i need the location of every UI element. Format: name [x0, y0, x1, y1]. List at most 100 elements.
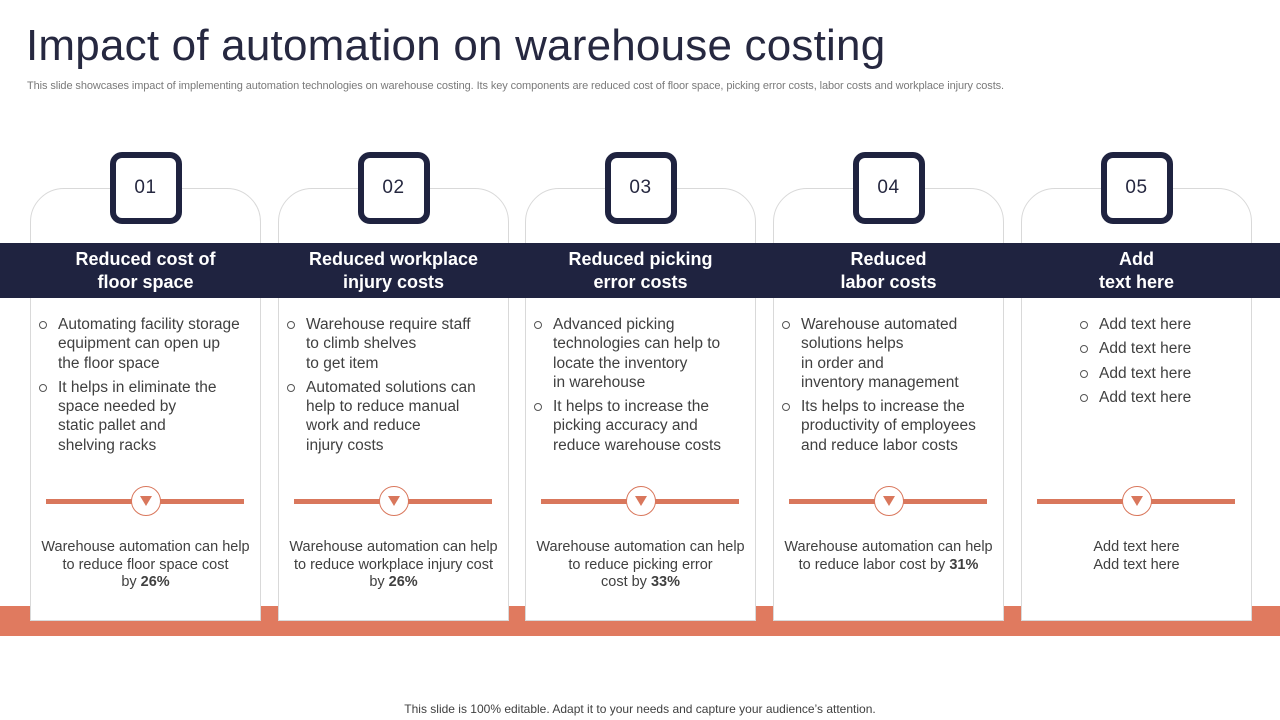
bullet-text-line: Warehouse require staff [306, 316, 471, 333]
slide-subtitle: This slide showcases impact of implement… [27, 80, 1005, 92]
triangle-down-icon [1130, 495, 1144, 507]
bullet-text-line: inventory management [801, 373, 959, 391]
impact-note-line: to reduce labor cost by 31% [773, 557, 1004, 575]
circle-bullet-icon [1080, 369, 1088, 378]
card-title-line: Reduced [850, 248, 927, 269]
slider-knob [1121, 486, 1152, 516]
card-title-line: text here [1098, 271, 1175, 292]
circle-bullet-icon [39, 321, 47, 329]
bullet-text-line: help to reduce manual [306, 398, 460, 416]
card-title-line: error costs [593, 271, 688, 292]
impact-note-line: Add text here [1093, 556, 1180, 573]
bullet-text-line: in order and [801, 354, 884, 372]
circle-bullet-icon [1080, 345, 1088, 354]
step-number-badge: 04 [852, 152, 925, 224]
bullet-text-line: the floor space [58, 354, 160, 372]
bullet-text-line: work and reduce [306, 417, 421, 435]
list-item: Add text here [1080, 364, 1191, 383]
triangle-down-icon [634, 495, 648, 507]
circle-bullet-icon [782, 403, 790, 412]
impact-percentage: 31% [949, 556, 979, 573]
triangle-down-icon [387, 495, 401, 507]
bullet-text-line: Advanced picking [553, 316, 675, 333]
step-number-badge: 03 [604, 152, 677, 224]
footer-note: This slide is 100% editable. Adapt it to… [404, 702, 876, 716]
card-title-line: injury costs [342, 271, 445, 292]
impact-note-line: Warehouse automation can help [536, 539, 745, 555]
impact-note-line: by 26% [278, 574, 509, 592]
bullet-text-line: Add text here [1099, 388, 1192, 406]
bullet-text-line: technologies can help to [553, 335, 721, 353]
bullet-text-line: reduce warehouse costs [553, 436, 722, 454]
list-item: Automating facility storage equipment can… [39, 315, 240, 373]
triangle-down-icon [139, 495, 153, 507]
bullet-text-line: equipment can open up [58, 335, 221, 353]
bullet-text-line: It helps to increase the [553, 398, 709, 416]
step-number-badge: 05 [1100, 152, 1173, 224]
bullet-text-line: Add text here [1099, 364, 1192, 382]
impact-note-prefix: by [369, 574, 389, 590]
bullet-text-line: shelving racks [58, 436, 157, 454]
impact-percentage: 26% [388, 574, 418, 590]
bullet-text-line: picking accuracy and [553, 417, 698, 435]
circle-bullet-icon [39, 383, 47, 392]
impact-note-line: Warehouse automation can help [784, 539, 993, 555]
bullet-text-line: injury costs [306, 436, 384, 454]
triangle-down-icon [882, 495, 896, 507]
list-item: Advanced picking technologies can help to… [534, 315, 721, 392]
impact-percentage: 33% [650, 574, 680, 590]
impact-percentage: 26% [140, 574, 170, 590]
impact-note-line: to reduce floor space cost [62, 556, 229, 573]
circle-bullet-icon [1080, 393, 1088, 402]
bullet-text-line: productivity of employees [801, 417, 976, 435]
bullet-text-line: locate the inventory [553, 354, 688, 372]
circle-bullet-icon [287, 383, 295, 392]
bullet-text-line: solutions helps [801, 335, 904, 353]
card-title-line: Add [1118, 248, 1154, 269]
slider-knob [873, 486, 904, 516]
circle-bullet-icon [287, 321, 295, 329]
impact-note-line: Warehouse automation can help [41, 539, 250, 555]
bullet-text-line: Add text here [1099, 316, 1192, 333]
impact-note-line: by 26% [30, 574, 261, 592]
card-title-line: Reduced picking [568, 248, 713, 269]
bullet-text-line: in warehouse [553, 373, 646, 391]
circle-bullet-icon [1080, 321, 1088, 329]
bullet-text-line: Warehouse automated [801, 316, 958, 333]
slider-knob [378, 486, 409, 516]
bullet-text-line: Add text here [1099, 340, 1192, 358]
bullet-text-line: Automated solutions can [306, 378, 476, 396]
step-number-badge: 01 [109, 152, 182, 224]
header-band [0, 243, 1280, 298]
bullet-list: Automating facility storage equipment can… [39, 315, 240, 460]
impact-note-prefix: to reduce labor cost by [798, 556, 950, 573]
circle-bullet-icon [782, 321, 790, 329]
bullet-text-line: Its helps to increase the [801, 398, 965, 416]
card-title-line: floor space [97, 271, 194, 292]
list-item: Automated solutions can help to reduce ma… [287, 378, 476, 455]
bullet-text-line: Automating facility storage [58, 316, 240, 333]
bullet-text-line: It helps in eliminate the [58, 378, 217, 396]
impact-note-line: Warehouse automation can help [289, 539, 498, 555]
